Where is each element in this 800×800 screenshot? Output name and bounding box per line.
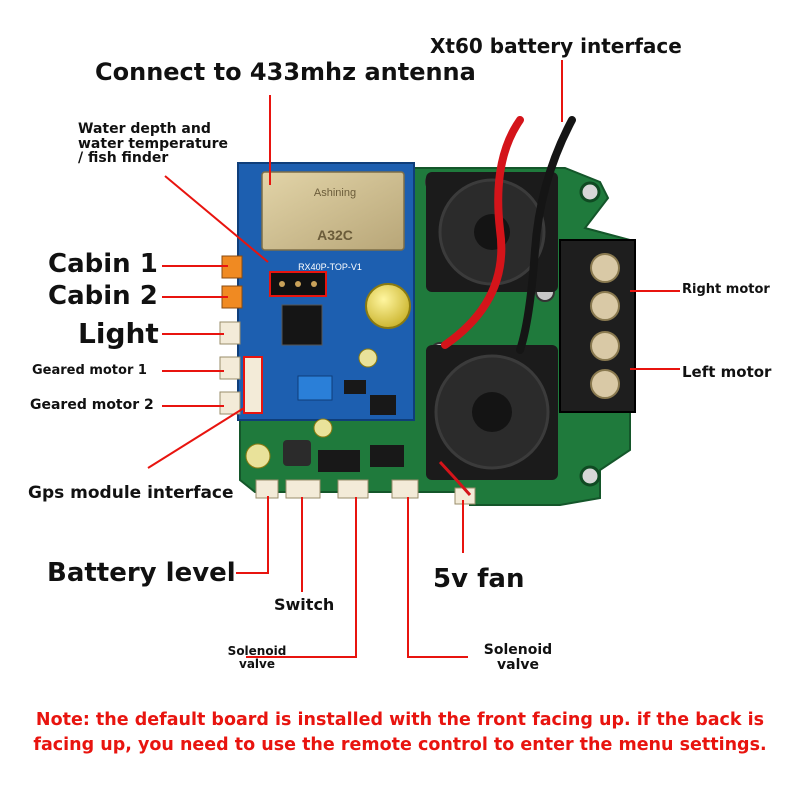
ic-chip	[344, 380, 366, 394]
solenoid-left-label: Solenoid valve	[222, 645, 292, 670]
geared-motor-2-label: Geared motor 2	[30, 397, 154, 413]
ic-chip	[370, 395, 396, 415]
switch-label: Switch	[274, 595, 335, 614]
pin	[295, 281, 301, 287]
solenoid-right-line-2: valve	[497, 656, 539, 673]
connector-geared1	[219, 356, 241, 380]
connector-solenoid-left	[337, 479, 369, 499]
connector-geared2	[219, 391, 241, 415]
mount-hole	[579, 181, 601, 203]
terminal-screw-1	[590, 253, 620, 283]
mount-hole	[579, 465, 601, 487]
solenoid-left-line-1: Solenoid	[227, 644, 287, 658]
fan-label: 5v fan	[433, 564, 525, 594]
mcu-chip	[281, 304, 323, 346]
connector-solenoid-right	[391, 479, 419, 499]
installation-note: Note: the default board is installed wit…	[10, 708, 790, 757]
right-motor-label: Right motor	[682, 282, 770, 297]
capacitor	[358, 348, 378, 368]
light-label: Light	[78, 317, 159, 350]
terminal-screw-4	[590, 369, 620, 399]
water-depth-line-2: water temperature	[78, 135, 229, 152]
rf-module-shield	[261, 171, 405, 251]
ic-chip	[318, 450, 360, 472]
terminal-screw-2	[590, 291, 620, 321]
leader-lines	[147, 60, 680, 658]
fan-bottom-hub	[472, 392, 512, 432]
black-battery-wire	[516, 116, 576, 354]
pin	[279, 281, 285, 287]
capacitor	[365, 283, 411, 329]
solenoid-right-line-1: Solenoid	[483, 642, 553, 658]
fan-wire	[438, 460, 472, 496]
ic-chip	[370, 445, 404, 467]
red-battery-wire	[441, 116, 524, 349]
pin	[311, 281, 317, 287]
water-depth-line-1: Water depth and	[78, 121, 211, 137]
note-line-2: facing up, you need to use the remote co…	[33, 734, 767, 755]
xt60-label: Xt60 battery interface	[430, 34, 682, 58]
cabin2-label: Cabin 2	[48, 281, 158, 311]
gps-connector-highlight	[243, 356, 263, 414]
geared-motor-1-label: Geared motor 1	[32, 363, 147, 378]
note-line-1: Note: the default board is installed wit…	[35, 710, 765, 730]
capacitor	[313, 418, 333, 438]
inductor	[283, 440, 311, 466]
antenna-label: Connect to 433mhz antenna	[95, 58, 476, 86]
module-brand: Ashining	[314, 187, 356, 199]
water-depth-label: Water depth and water temperature / fish…	[78, 122, 228, 166]
connector-battery-level	[255, 479, 279, 499]
cabin1-label: Cabin 1	[48, 249, 158, 279]
battery-level-label: Battery level	[47, 558, 236, 588]
gps-label: Gps module interface	[28, 483, 234, 503]
left-motor-label: Left motor	[682, 363, 772, 381]
solenoid-right-label: Solenoid valve	[478, 643, 558, 672]
water-depth-line-3: / fish finder	[78, 150, 169, 167]
capacitor	[245, 443, 271, 469]
solenoid-left-line-2: valve	[239, 656, 275, 671]
pcb-name: RX40P-TOP-V1	[298, 262, 362, 272]
dip-switch	[297, 375, 333, 401]
module-model: A32C	[317, 227, 353, 243]
terminal-screw-3	[590, 331, 620, 361]
connector-switch	[285, 479, 321, 499]
